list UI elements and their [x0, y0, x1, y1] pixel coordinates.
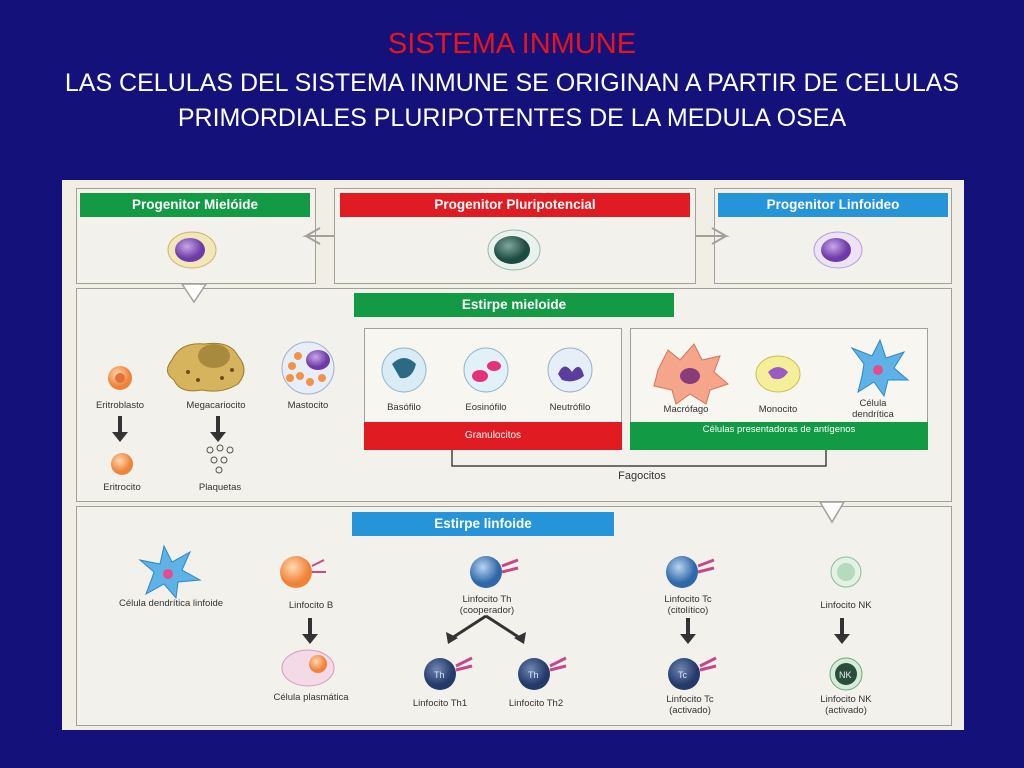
megakaryocyte-label: Megacariocito	[186, 400, 246, 411]
lymphoid-dendritic-label: Célula dendrítica linfoide	[118, 598, 224, 609]
plasma-cell-icon	[281, 649, 335, 687]
slide-subtitle: LAS CELULAS DEL SISTEMA INMUNE SE ORIGIN…	[64, 69, 960, 132]
pluripotent-progenitor-banner: Progenitor Pluripotencial	[340, 193, 690, 217]
lymphoid-progenitor-banner: Progenitor Linfoideo	[718, 193, 948, 217]
eosinophil-label: Eosinófilo	[465, 402, 507, 413]
erythrocyte-icon	[111, 453, 133, 475]
dendritic-cell-label: Célula dendrítica	[852, 398, 894, 420]
th2-label: Linfocito Th2	[508, 698, 564, 709]
phagocytes-label: Fagocitos	[618, 470, 666, 482]
split-arrow-icon	[451, 614, 521, 640]
monocyte-label: Monocito	[758, 404, 798, 415]
myeloid-progenitor-banner: Progenitor Mielóide	[80, 193, 310, 217]
arrow-down-icon	[818, 501, 846, 524]
cell-illustrations: Th Th Tc NK	[108, 227, 910, 691]
arrow-right-icon	[696, 227, 730, 245]
nk-activated-label: Linfocito NK (activado)	[820, 694, 872, 716]
arrow-down-icon	[180, 283, 208, 304]
slide-title: SISTEMA INMUNE	[387, 28, 637, 60]
platelets-icon	[206, 444, 234, 474]
nk-cell-label: Linfocito NK	[820, 600, 872, 611]
lymphoid-lineage-box	[76, 506, 952, 726]
macrophage-label: Macrófago	[663, 404, 709, 415]
th-cell-label: Linfocito Th (cooperador)	[459, 594, 515, 616]
mast-cell-label: Mastocito	[287, 400, 329, 411]
th2-cell-icon	[518, 658, 550, 690]
b-cell-icon	[280, 556, 312, 588]
svg-text:Th: Th	[434, 670, 445, 680]
tc-cell-icon	[666, 556, 698, 588]
platelets-label: Plaquetas	[198, 482, 242, 493]
granulocytes-banner: Granulocitos	[364, 422, 622, 450]
tc-activated-label: Linfocito Tc (activado)	[666, 694, 714, 716]
svg-text:Tc: Tc	[678, 670, 688, 680]
svg-text:NK: NK	[839, 670, 852, 680]
th1-cell-icon	[424, 658, 456, 690]
basophil-label: Basófilo	[387, 402, 421, 413]
th1-label: Linfocito Th1	[412, 698, 468, 709]
myeloid-lineage-banner: Estirpe mieloide	[354, 293, 674, 317]
tc-cell-label: Linfocito Tc (citolítico)	[664, 594, 712, 616]
phagocytes-bracket	[451, 450, 827, 467]
th-cell-icon	[470, 556, 502, 588]
lymphoid-lineage-banner: Estirpe linfoide	[352, 512, 614, 536]
neutrophil-label: Neutrófilo	[549, 402, 591, 413]
eosinophil-icon	[463, 347, 509, 393]
immune-cell-diagram: Progenitor Mielóide Progenitor Pluripote…	[62, 180, 964, 730]
apc-banner: Células presentadoras de antígenos	[630, 422, 928, 450]
tc-activated-icon	[668, 658, 700, 690]
arrow-left-icon	[302, 227, 334, 245]
svg-text:Th: Th	[528, 670, 539, 680]
erythrocyte-label: Eritrocito	[103, 482, 141, 493]
b-cell-label: Linfocito B	[288, 600, 334, 611]
erythroblast-label: Eritroblasto	[95, 400, 145, 411]
plasma-cell-label: Célula plasmática	[273, 692, 349, 703]
